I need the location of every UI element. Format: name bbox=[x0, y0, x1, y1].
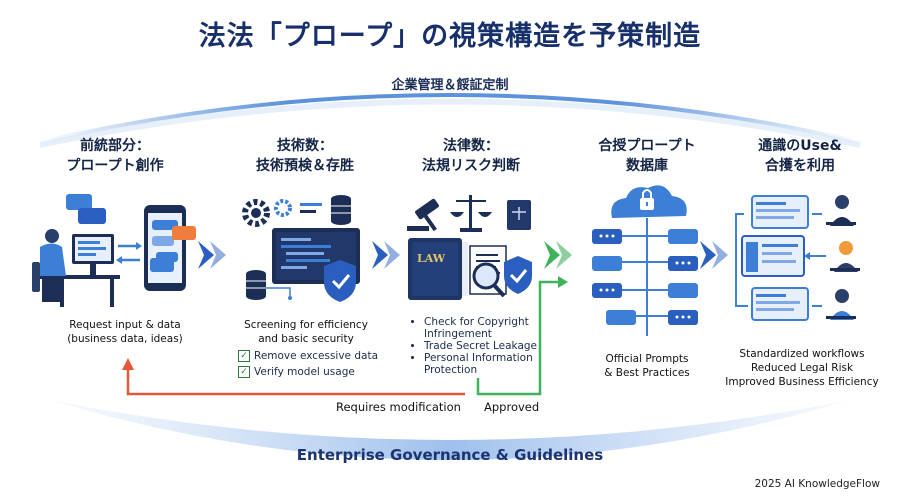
stage3-title-line1: 法律数： bbox=[443, 138, 499, 154]
stage2-illustration bbox=[242, 195, 360, 302]
return-path bbox=[126, 368, 465, 396]
governance-bottom-label: Enterprise Governance & Guidelines bbox=[296, 446, 604, 464]
diagram-title: 法法「プロープ」の視策構造を予策制造 bbox=[198, 21, 702, 52]
stage1-desc-line1: Request input & data bbox=[69, 319, 181, 331]
stage3-title: 法律数： 法規リスク判断 bbox=[396, 136, 546, 176]
stage4-title-line1: 合授プロープト bbox=[598, 138, 696, 154]
bullet-item: Personal Information Protection bbox=[424, 352, 552, 376]
stage2-title-line1: 技術数： bbox=[277, 138, 333, 154]
governance-top-label: 企業管理＆餒証定制 bbox=[391, 78, 509, 93]
stage4-title: 合授プロープト 数据庫 bbox=[572, 136, 722, 176]
stage1-title-line1: 前統部分： bbox=[80, 138, 150, 154]
stage5-title-line2: 合擭を利用 bbox=[765, 158, 835, 174]
check-item-label: Verify model usage bbox=[254, 366, 355, 378]
bullet-item: Check for Copyright Infringement bbox=[424, 316, 552, 340]
check-item: ✓ Remove excessive data bbox=[238, 348, 378, 364]
check-item: ✓ Verify model usage bbox=[238, 364, 378, 380]
checkbox-icon: ✓ bbox=[238, 350, 250, 362]
stage1-title-line2: プロープト創作 bbox=[66, 158, 164, 174]
stage4-description: Official Prompts & Best Practices bbox=[572, 352, 722, 380]
stage2-desc-line2: and basic security bbox=[258, 333, 354, 345]
stage4-desc-line2: & Best Practices bbox=[604, 367, 690, 379]
law-book-label: LAW bbox=[417, 252, 446, 265]
approved-arrow-head bbox=[544, 241, 572, 269]
stage1-description: Request input & data (business data, ide… bbox=[30, 318, 220, 346]
stage5-illustration bbox=[735, 195, 860, 321]
stage4-title-line2: 数据庫 bbox=[626, 158, 668, 174]
requires-modification-label: Requires modification bbox=[336, 400, 461, 414]
check-item-label: Remove excessive data bbox=[254, 350, 379, 362]
stage5-desc-line3: Improved Business Efficiency bbox=[725, 376, 879, 388]
stage5-title: 通識のUse& 合擭を利用 bbox=[725, 136, 875, 176]
stage4-desc-line1: Official Prompts bbox=[605, 353, 689, 365]
stage2-title-line2: 技術預検＆存胜 bbox=[256, 158, 354, 174]
stage3-illustration bbox=[407, 195, 532, 300]
stage3-title-line2: 法規リスク判断 bbox=[422, 158, 520, 174]
governance-arc-bottom bbox=[50, 400, 850, 460]
stage1-desc-line2: (business data, ideas) bbox=[67, 333, 183, 345]
stage1-title: 前統部分： プロープト創作 bbox=[40, 136, 190, 176]
stage3-bullets: Check for Copyright Infringement Trade S… bbox=[412, 316, 552, 376]
stage5-description: Standardized workflows Reduced Legal Ris… bbox=[718, 347, 886, 389]
bullet-item: Trade Secret Leakage bbox=[424, 340, 552, 352]
stage5-desc-line2: Reduced Legal Risk bbox=[750, 362, 854, 374]
stage2-description: Screening for efficiency and basic secur… bbox=[222, 318, 390, 346]
approved-path bbox=[476, 280, 560, 396]
stage5-desc-line1: Standardized workflows bbox=[739, 348, 865, 360]
stage1-illustration bbox=[32, 194, 196, 307]
approved-label: Approved bbox=[484, 400, 540, 414]
stage2-desc-line1: Screening for efficiency bbox=[244, 319, 368, 331]
flow-arrows bbox=[198, 241, 728, 269]
stage5-title-line1: 通識のUse& bbox=[758, 138, 842, 154]
stage4-illustration bbox=[592, 185, 698, 336]
governance-arc-top bbox=[39, 93, 861, 144]
stage2-title: 技術数： 技術預検＆存胜 bbox=[230, 136, 380, 176]
checkbox-icon: ✓ bbox=[238, 366, 250, 378]
copyright-text: 2025 AI KnowledgeFlow bbox=[754, 478, 880, 490]
stage2-checklist: ✓ Remove excessive data ✓ Verify model u… bbox=[238, 348, 378, 380]
